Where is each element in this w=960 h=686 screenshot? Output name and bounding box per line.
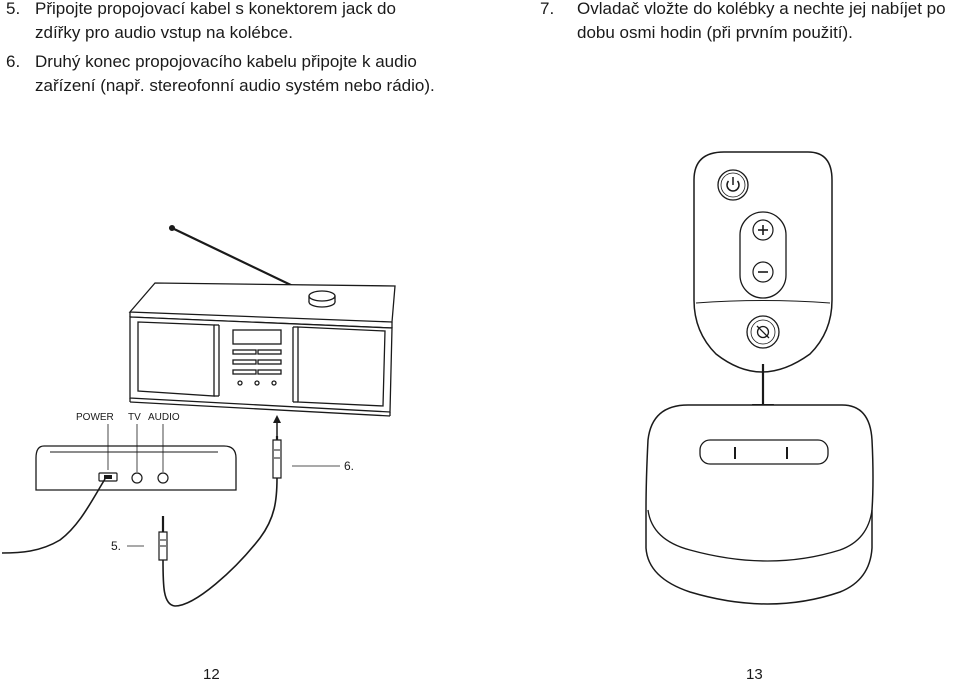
step-6: 6. Druhý konec propojovacího kabelu přip…	[6, 50, 446, 98]
page-number-left: 12	[203, 666, 220, 683]
callout-6: 6.	[344, 459, 354, 473]
remote-control-icon	[693, 151, 833, 373]
step-6-text: Druhý konec propojovacího kabelu připojt…	[35, 52, 435, 95]
power-cable	[1, 478, 106, 554]
radio-icon	[128, 224, 396, 417]
tv-port-label: TV	[128, 412, 141, 423]
plus-icon	[752, 219, 774, 241]
mute-icon	[746, 315, 780, 349]
audio-cable-icon	[158, 436, 282, 607]
power-icon	[717, 169, 749, 201]
minus-icon	[752, 261, 774, 283]
charging-cradle-icon	[645, 404, 874, 605]
step-5: 5. Připojte propojovací kabel s konektor…	[6, 0, 446, 45]
step-5-number: 5.	[6, 0, 21, 18]
step-5-text: Připojte propojovací kabel s konektorem …	[35, 0, 396, 42]
power-port-label: POWER	[76, 412, 114, 423]
step-7-number: 7.	[540, 0, 555, 18]
up-arrow-icon	[273, 415, 281, 436]
audio-port-label: AUDIO	[148, 412, 180, 423]
step-7: 7. Ovladač vložte do kolébky a nechte je…	[540, 0, 960, 45]
page-number-right: 13	[746, 666, 763, 683]
step-6-number: 6.	[6, 52, 21, 71]
step-7-text: Ovladač vložte do kolébky a nechte jej n…	[577, 0, 946, 42]
callout-5: 5.	[111, 539, 121, 553]
cradle-icon: POWER TV AUDIO	[35, 412, 237, 491]
